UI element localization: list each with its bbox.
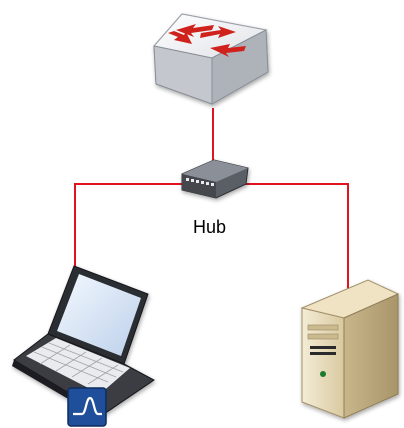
- laptop-icon: [12, 265, 155, 420]
- network-switch-icon: [153, 13, 269, 105]
- network-links: [74, 108, 349, 292]
- hub-label: Hub: [193, 217, 226, 237]
- server-tower-icon: [300, 279, 400, 419]
- network-hub-icon: [181, 159, 249, 199]
- link-hub-to-server: [244, 183, 349, 292]
- packet-sniffer-icon: [67, 387, 107, 427]
- link-hub-to-laptop: [74, 183, 190, 270]
